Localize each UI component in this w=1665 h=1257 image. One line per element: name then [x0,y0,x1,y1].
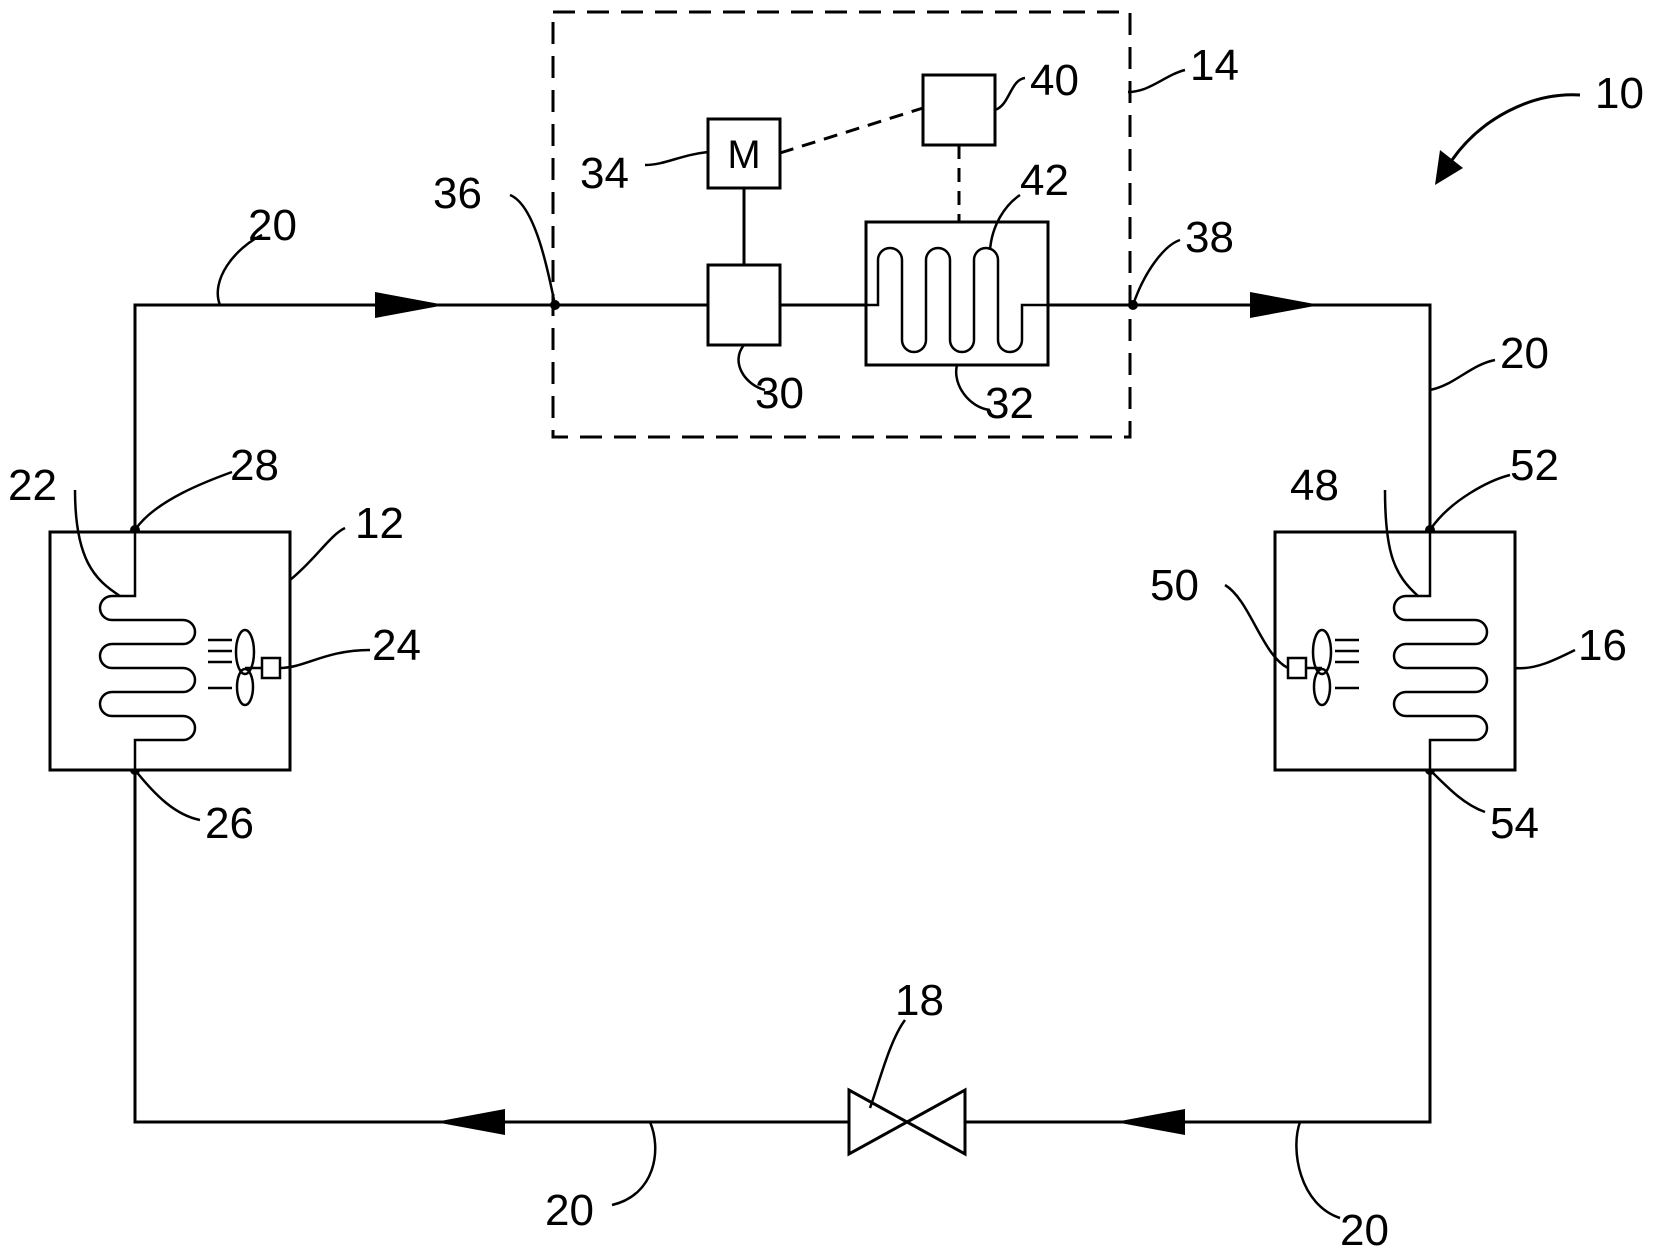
label-54: 54 [1490,799,1539,848]
motor-symbol: M [727,133,760,177]
label-20-right: 20 [1500,329,1549,378]
leader-24 [280,650,370,668]
leader-54 [1430,770,1485,812]
label-10: 10 [1595,69,1644,118]
system-pointer [1435,95,1580,185]
label-42: 42 [1020,156,1069,205]
label-38: 38 [1185,213,1234,262]
flow-arrow-top-right [1250,292,1320,318]
label-14: 14 [1190,41,1239,90]
label-26: 26 [205,799,254,848]
fan-right-motor [1288,658,1306,678]
label-48: 48 [1290,461,1339,510]
label-34: 34 [580,149,629,198]
label-18: 18 [895,976,944,1025]
leader-14 [1128,70,1185,92]
label-52: 52 [1510,441,1559,490]
expansion-valve [849,1090,965,1154]
leader-18 [870,1020,905,1108]
leader-52 [1430,475,1510,530]
label-32: 32 [985,379,1034,428]
conduit-top-left-line [135,305,555,530]
expansion-valve-left-triangle [849,1090,907,1154]
leader-40 [995,78,1025,110]
label-50: 50 [1150,561,1199,610]
system-pointer-arrowhead [1435,150,1463,185]
leader-12 [290,528,345,580]
label-22: 22 [8,461,57,510]
controller-motor-signal-line [780,108,923,153]
fan-left-motor [262,658,280,678]
leader-28 [135,472,232,530]
expansion-valve-right-triangle [907,1090,965,1154]
label-40: 40 [1030,56,1079,105]
leader-36 [510,195,555,305]
leader-34 [645,152,708,165]
refrigerant-loop [135,305,1430,1122]
leader-16 [1515,650,1575,668]
heat-exchanger-left [50,532,290,770]
compressor-box [708,265,780,345]
label-28: 28 [230,441,279,490]
system-pointer-curve [1452,95,1580,160]
label-30: 30 [755,369,804,418]
leader-26 [135,770,200,820]
label-24: 24 [372,621,421,670]
label-20-top: 20 [248,201,297,250]
label-16: 16 [1578,621,1627,670]
label-36: 36 [433,169,482,218]
leader-20-right [1430,360,1495,390]
leader-20-bottom-right [1296,1122,1340,1218]
leader-38 [1133,240,1180,305]
controller-box [923,75,995,145]
flow-arrow-bottom-left [435,1109,505,1135]
label-20-bottom-left: 20 [545,1186,594,1235]
label-12: 12 [355,499,404,548]
flow-arrow-top-left [375,292,445,318]
leader-20-bottom-left [612,1122,655,1205]
conduit-bottom-right-line [965,770,1430,1122]
flow-arrow-bottom-right [1115,1109,1185,1135]
label-20-bottom-right: 20 [1340,1206,1389,1255]
